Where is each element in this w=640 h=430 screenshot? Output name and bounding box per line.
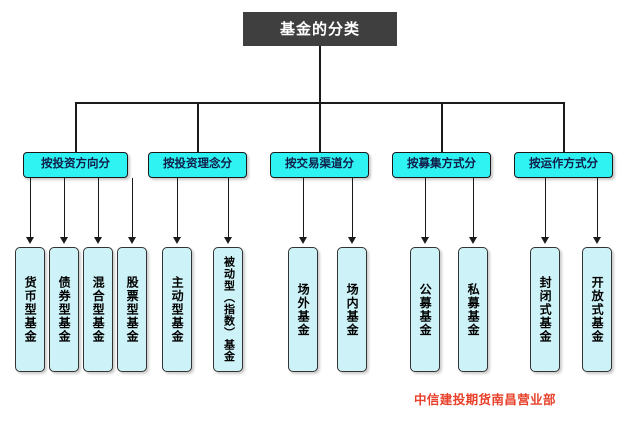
root-node-fund-classification: 基金的分类 xyxy=(243,12,397,46)
leaf-label: 被动型（指数）基金 xyxy=(222,256,235,363)
arrow-line-leaf-3 xyxy=(98,178,100,238)
category-label: 按募集方式分 xyxy=(407,158,476,171)
leaf-box-open-end-fund[interactable]: 开放式基金 xyxy=(582,247,612,372)
leaf-box-active-fund[interactable]: 主动型基金 xyxy=(162,247,192,372)
arrow-head-leaf-6 xyxy=(224,237,232,244)
leaf-label: 场内基金 xyxy=(345,282,360,337)
leaf-label: 公募基金 xyxy=(418,282,433,337)
connector-drop-category-1 xyxy=(75,102,77,152)
arrow-line-leaf-2 xyxy=(64,178,66,238)
arrow-head-leaf-2 xyxy=(60,237,68,244)
leaf-label: 股票型基金 xyxy=(125,275,140,344)
category-box-investment-philosophy[interactable]: 按投资理念分 xyxy=(148,152,247,178)
connector-drop-category-5 xyxy=(563,102,565,152)
arrow-line-leaf-1 xyxy=(30,178,32,238)
arrow-head-leaf-9 xyxy=(421,237,429,244)
leaf-box-hybrid-fund[interactable]: 混合型基金 xyxy=(83,247,113,372)
arrow-head-leaf-12 xyxy=(593,237,601,244)
leaf-box-private-offering-fund[interactable]: 私募基金 xyxy=(458,247,488,372)
category-box-fundraising-method[interactable]: 按募集方式分 xyxy=(392,152,491,178)
category-label: 按投资方向分 xyxy=(41,158,110,171)
leaf-label: 债券型基金 xyxy=(57,275,72,344)
category-label: 按运作方式分 xyxy=(529,158,598,171)
arrow-line-leaf-10 xyxy=(473,178,475,238)
leaf-label: 混合型基金 xyxy=(91,275,106,344)
arrow-head-leaf-3 xyxy=(94,237,102,244)
category-box-investment-direction[interactable]: 按投资方向分 xyxy=(23,152,128,178)
arrow-line-leaf-4 xyxy=(132,178,134,238)
leaf-box-closed-end-fund[interactable]: 封闭式基金 xyxy=(530,247,560,372)
leaf-label: 封闭式基金 xyxy=(538,275,553,344)
leaf-label: 货币型基金 xyxy=(23,275,38,344)
leaf-box-otc-fund[interactable]: 场外基金 xyxy=(288,247,318,372)
leaf-box-equity-fund[interactable]: 股票型基金 xyxy=(117,247,147,372)
arrow-line-leaf-9 xyxy=(425,178,427,238)
arrow-head-leaf-11 xyxy=(541,237,549,244)
category-box-trading-channel[interactable]: 按交易渠道分 xyxy=(270,152,369,178)
connector-drop-category-2 xyxy=(197,102,199,152)
arrow-head-leaf-5 xyxy=(173,237,181,244)
root-node-label: 基金的分类 xyxy=(279,20,360,38)
leaf-box-public-offering-fund[interactable]: 公募基金 xyxy=(410,247,440,372)
connector-drop-category-4 xyxy=(441,102,443,152)
leaf-label: 主动型基金 xyxy=(170,275,185,344)
arrow-head-leaf-7 xyxy=(299,237,307,244)
category-label: 按交易渠道分 xyxy=(285,158,354,171)
connector-root-stem xyxy=(319,46,321,103)
arrow-head-leaf-10 xyxy=(469,237,477,244)
leaf-box-bond-fund[interactable]: 债券型基金 xyxy=(49,247,79,372)
leaf-box-passive-index-fund[interactable]: 被动型（指数）基金 xyxy=(213,247,243,372)
arrow-line-leaf-5 xyxy=(177,178,179,238)
category-label: 按投资理念分 xyxy=(163,158,232,171)
leaf-label: 场外基金 xyxy=(296,282,311,337)
arrow-head-leaf-4 xyxy=(128,237,136,244)
watermark-text: 中信建投期货南昌营业部 xyxy=(414,393,556,407)
arrow-head-leaf-8 xyxy=(348,237,356,244)
connector-drop-category-3 xyxy=(319,102,321,152)
leaf-box-exchange-traded-fund[interactable]: 场内基金 xyxy=(337,247,367,372)
arrow-line-leaf-7 xyxy=(303,178,305,238)
arrow-line-leaf-11 xyxy=(545,178,547,238)
arrow-line-leaf-6 xyxy=(228,178,230,238)
leaf-box-money-market-fund[interactable]: 货币型基金 xyxy=(15,247,45,372)
arrow-head-leaf-1 xyxy=(26,237,34,244)
leaf-label: 开放式基金 xyxy=(590,275,605,344)
category-box-operation-method[interactable]: 按运作方式分 xyxy=(514,152,613,178)
leaf-label: 私募基金 xyxy=(466,282,481,337)
arrow-line-leaf-8 xyxy=(352,178,354,238)
arrow-line-leaf-12 xyxy=(597,178,599,238)
